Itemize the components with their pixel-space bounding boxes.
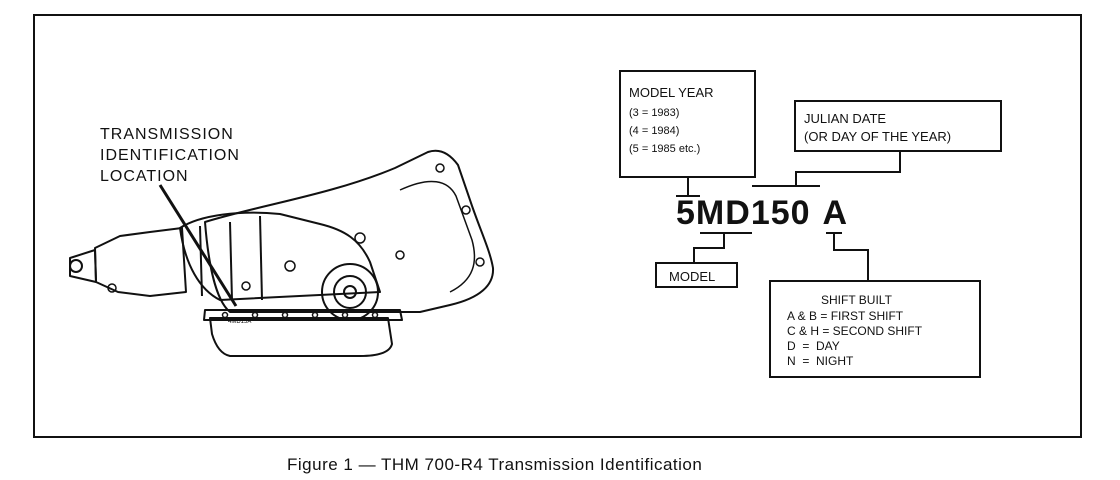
pan-stamp: 4MD15A [228, 319, 252, 325]
bell-housing [204, 149, 495, 313]
model-connector [693, 232, 752, 262]
figure-caption: Figure 1 — THM 700-R4 Transmission Ident… [287, 455, 703, 474]
tailshaft [94, 227, 187, 297]
callout-line-2: IDENTIFICATION [100, 147, 240, 164]
code-julian: 150 [750, 194, 811, 232]
shift-item-2: C & H = SECOND SHIFT [787, 324, 923, 338]
code-shift: A [822, 194, 849, 232]
julian-line-1: JULIAN DATE [804, 111, 887, 126]
julian-date-box: JULIAN DATE (OR DAY OF THE YEAR) [794, 100, 1002, 152]
callout-leader-line [158, 184, 238, 307]
transmission-case [179, 211, 381, 301]
year-connector [676, 178, 700, 197]
shift-built-box: SHIFT BUILT A & B = FIRST SHIFT C & H = … [769, 280, 981, 378]
code-model: MD [695, 194, 751, 232]
id-location-callout: TRANSMISSION IDENTIFICATION LOCATION [100, 124, 240, 187]
shift-item-1: A & B = FIRST SHIFT [787, 309, 904, 323]
model-year-title: MODEL YEAR [629, 85, 714, 100]
id-code: 5MD150 A [676, 196, 848, 230]
callout-line-1: TRANSMISSION [100, 126, 234, 143]
model-box: MODEL [655, 262, 738, 288]
shift-item-3: D = DAY [787, 339, 840, 353]
model-year-box: MODEL YEAR (3 = 1983) (4 = 1984) (5 = 19… [619, 70, 756, 178]
julian-connector [752, 152, 901, 187]
model-year-item-3: (5 = 1985 etc.) [629, 143, 701, 155]
shift-built-title: SHIFT BUILT [821, 293, 892, 307]
model-year-item-1: (3 = 1983) [629, 107, 680, 119]
model-label: MODEL [669, 269, 716, 284]
figure-frame [33, 14, 1082, 438]
servo-cover [321, 263, 379, 321]
julian-line-2: (OR DAY OF THE YEAR) [804, 129, 952, 144]
callout-line-3: LOCATION [100, 168, 189, 185]
oil-pan [209, 317, 393, 357]
code-year: 5 [676, 194, 696, 232]
model-year-item-2: (4 = 1984) [629, 125, 680, 137]
shift-item-4: N = NIGHT [787, 354, 854, 368]
shift-connector [826, 232, 869, 280]
